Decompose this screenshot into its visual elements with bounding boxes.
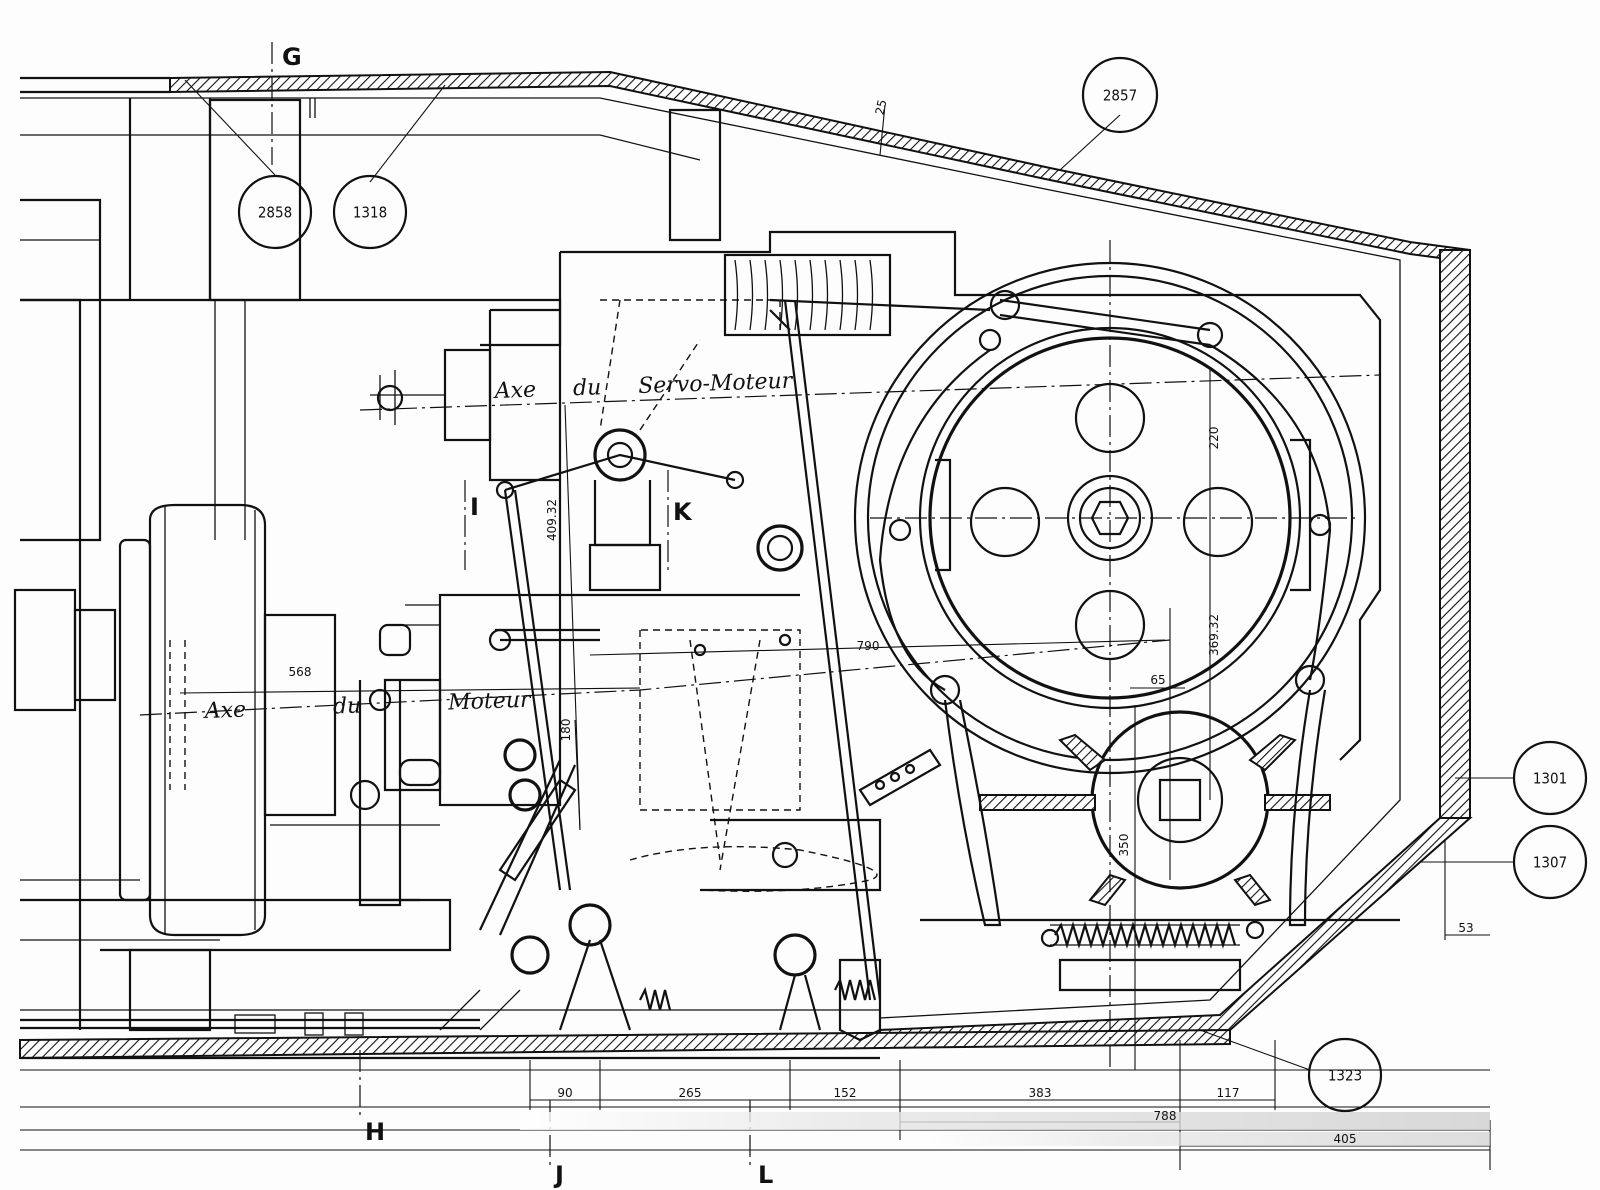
bubble-label: 1301: [1533, 770, 1567, 788]
star-gear: [920, 689, 1400, 992]
dimension-350: 350: [1117, 834, 1131, 857]
part-bubble-1307: 1307: [1512, 824, 1588, 900]
section-label-h: H: [365, 1118, 385, 1146]
part-bubble-2858: 2858: [237, 174, 313, 250]
dimension-409-32: 409.32: [545, 499, 559, 541]
part-bubble-2857: 2857: [1081, 56, 1159, 134]
dimension-383: 383: [1029, 1086, 1052, 1100]
section-label-g: G: [282, 43, 302, 71]
part-bubble-1323: 1323: [1307, 1037, 1383, 1113]
axis-label-servo-moteur: Axe du Servo-Moteur: [492, 369, 794, 404]
dimension-405: 405: [1334, 1132, 1357, 1146]
dimension-152: 152: [834, 1086, 857, 1100]
axis-label-moteur: Axe du Moteur: [202, 688, 532, 724]
linkages: [349, 298, 1211, 1042]
bubble-label: 1323: [1328, 1067, 1362, 1085]
dimension-788: 788: [1154, 1109, 1177, 1123]
servo-motor-housing: [370, 230, 1382, 761]
section-label-i: I: [470, 493, 479, 521]
section-label-k: K: [673, 498, 693, 526]
dimension-369-32: 369.32: [1207, 614, 1221, 656]
bubble-label: 2857: [1103, 87, 1137, 105]
dimension-180: 180: [559, 719, 573, 742]
dimension-65: 65: [1150, 673, 1165, 687]
dimension-265: 265: [679, 1086, 702, 1100]
section-label-j: J: [553, 1161, 564, 1189]
dimension-568: 568: [289, 665, 312, 679]
bubble-label: 1307: [1533, 854, 1567, 872]
dimension-90: 90: [557, 1086, 572, 1100]
section-label-l: L: [758, 1161, 773, 1189]
left-structure: [13, 98, 562, 1032]
dimension-53: 53: [1458, 921, 1473, 935]
bubble-label: 2858: [258, 204, 292, 222]
leader-lines: [184, 79, 1515, 1071]
dimension-790: 790: [857, 639, 880, 653]
dimension-lines: [20, 104, 1491, 1170]
dimension-117: 117: [1217, 1086, 1240, 1100]
bottom-shaft: [20, 989, 521, 1036]
dimension-220: 220: [1207, 427, 1221, 450]
dimension-25: 25: [873, 98, 890, 116]
part-bubble-1301: 1301: [1512, 740, 1588, 816]
g-section-frame: [208, 98, 722, 302]
bubble-label: 1318: [353, 204, 387, 222]
part-bubble-1318: 1318: [332, 174, 408, 250]
hull-outline: [19, 70, 1473, 1060]
flywheel: [118, 503, 337, 937]
